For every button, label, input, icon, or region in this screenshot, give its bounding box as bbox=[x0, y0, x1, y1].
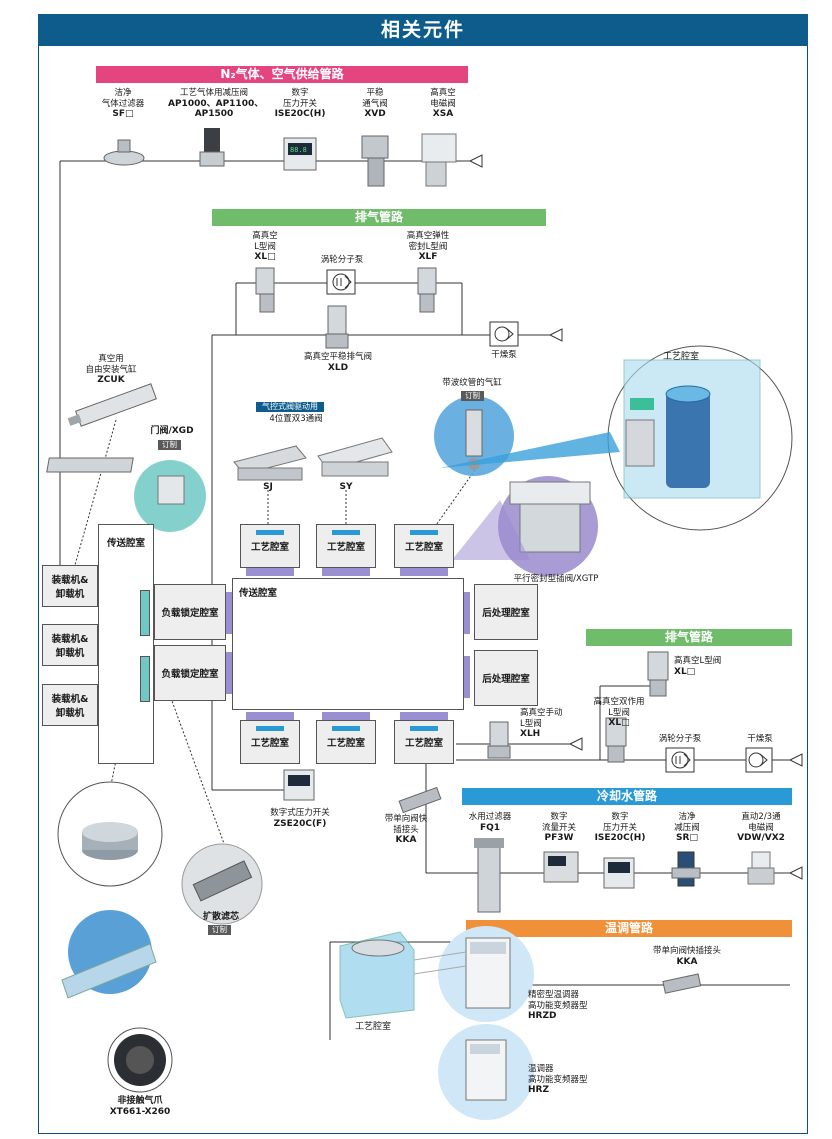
loader-3: 装载机& 卸载机 bbox=[42, 684, 98, 726]
gate-top-1 bbox=[246, 568, 294, 576]
gate-loadlock-lower bbox=[226, 652, 232, 694]
label-dry-pump-1: 干燥泵 bbox=[491, 350, 517, 360]
gate-top-3 bbox=[400, 568, 448, 576]
gate-post-2 bbox=[464, 656, 470, 698]
chamber-bar-4 bbox=[256, 726, 284, 731]
chamber-bar-1 bbox=[256, 530, 284, 535]
label-tmp-2: 涡轮分子泵 bbox=[658, 734, 702, 744]
loader-2: 装载机& 卸载机 bbox=[42, 624, 98, 666]
label-xgtp: 平行密封型插阀/XGTP bbox=[513, 574, 599, 584]
gate-bottom-1 bbox=[246, 712, 294, 720]
chamber-bar-6 bbox=[410, 726, 438, 731]
process-chamber-top-3: 工艺腔室 bbox=[394, 524, 454, 568]
process-chamber-bottom-2: 工艺腔室 bbox=[316, 720, 376, 764]
gate-left-upper bbox=[140, 590, 150, 636]
label-diffuser: 扩散滤芯 bbox=[202, 912, 239, 922]
label-process-chamber-temp: 工艺腔室 bbox=[354, 1022, 391, 1032]
label-xgd: 门阀/XGD bbox=[150, 426, 194, 436]
post-process-chamber-2: 后处理腔室 bbox=[474, 650, 538, 706]
page-title: 相关元件 bbox=[38, 14, 808, 46]
gate-left-lower bbox=[140, 656, 150, 702]
label-sj: SJ bbox=[263, 482, 273, 492]
svg-text:88.8: 88.8 bbox=[290, 146, 307, 154]
band-cooling-water: 冷却水管路 bbox=[462, 788, 792, 805]
load-lock-upper: 负载锁定腔室 bbox=[154, 584, 226, 640]
band-n2-supply: N₂气体、空气供给管路 bbox=[96, 66, 468, 83]
process-chamber-top-2: 工艺腔室 bbox=[316, 524, 376, 568]
label-dry-pump-2: 干燥泵 bbox=[747, 734, 773, 744]
chamber-bar-2 bbox=[332, 530, 360, 535]
transfer-chamber-center: 传送腔室 bbox=[232, 578, 464, 710]
chamber-bar-5 bbox=[332, 726, 360, 731]
load-lock-lower: 负载锁定腔室 bbox=[154, 645, 226, 701]
band-temp-control: 温调管路 bbox=[466, 920, 792, 937]
gate-bottom-3 bbox=[400, 712, 448, 720]
transfer-chamber-left: 传送腔室 bbox=[98, 524, 154, 764]
loader-1: 装载机& 卸载机 bbox=[42, 565, 98, 607]
band-exhaust-2: 排气管路 bbox=[586, 629, 792, 646]
tag-custom-bellows: 订制 bbox=[461, 391, 484, 401]
label-process-chamber-detail: 工艺腔室 bbox=[662, 352, 699, 362]
post-process-chamber-1: 后处理腔室 bbox=[474, 584, 538, 640]
tag-custom-diffuser: 订制 bbox=[208, 925, 231, 935]
gate-bottom-2 bbox=[322, 712, 370, 720]
tag-custom-xgd: 订制 bbox=[158, 440, 181, 450]
label-sy: SY bbox=[339, 482, 353, 492]
chamber-bar-3 bbox=[410, 530, 438, 535]
label-tmp-1: 涡轮分子泵 bbox=[320, 255, 364, 265]
gate-post-1 bbox=[464, 592, 470, 634]
label-valve-group: 4位置双3通阀 bbox=[269, 414, 323, 424]
gate-top-2 bbox=[322, 568, 370, 576]
label-bellows-cylinder: 带波纹管的气缸 bbox=[442, 378, 502, 388]
gate-loadlock-upper bbox=[226, 592, 232, 634]
valve-group-header: 气控式阀驱动用 bbox=[256, 402, 324, 412]
band-exhaust-1: 排气管路 bbox=[212, 209, 546, 226]
